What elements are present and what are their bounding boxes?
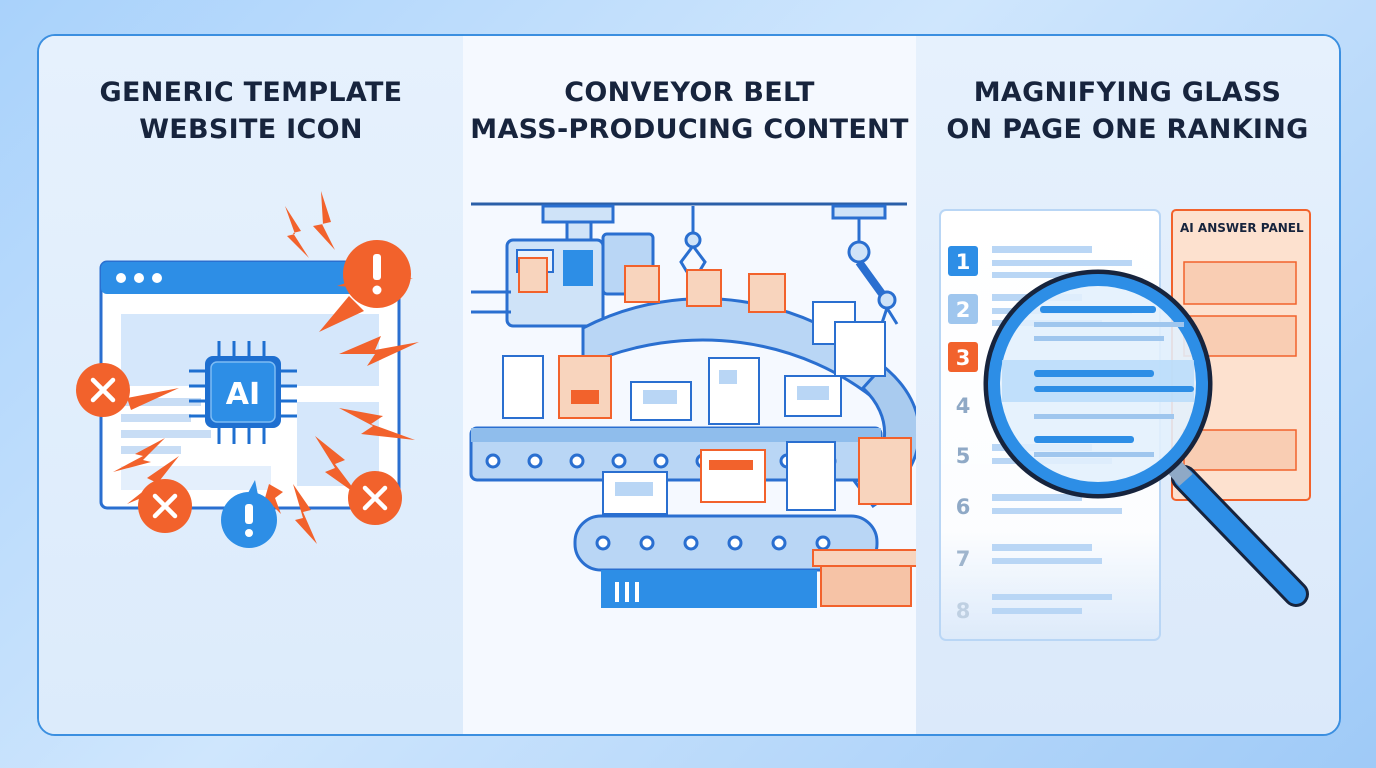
rank-number: 8 xyxy=(956,599,971,623)
panel-title-line-2: MASS-PRODUCING CONTENT xyxy=(470,114,909,145)
magnifying-glass-icon xyxy=(983,269,1309,607)
document-icons xyxy=(502,257,912,515)
warning-exclamation-icon xyxy=(343,240,411,308)
panel-title: CONVEYOR BELT MASS-PRODUCING CONTENT xyxy=(463,74,916,148)
panel-conveyor-belt: CONVEYOR BELT MASS-PRODUCING CONTENT xyxy=(463,36,916,734)
panel-magnifying-glass: MAGNIFYING GLASS ON PAGE ONE RANKING xyxy=(916,36,1339,734)
panel-title-line-1: CONVEYOR BELT xyxy=(564,77,815,108)
ranking-illustration: 1 2 3 4 5 6 7 8 AI ANSWER PANEL xyxy=(939,209,1311,641)
generic-template-illustration: AI xyxy=(76,191,419,548)
ai-chip-label: AI xyxy=(226,377,260,412)
panel-title: MAGNIFYING GLASS ON PAGE ONE RANKING xyxy=(916,74,1339,148)
conveyor-illustration xyxy=(469,202,916,608)
ai-chip-icon xyxy=(189,341,297,444)
infographic-card: GENERIC TEMPLATE WEBSITE ICON xyxy=(37,34,1341,736)
info-exclamation-icon xyxy=(221,480,277,548)
panel-title-line-1: GENERIC TEMPLATE xyxy=(99,77,403,108)
rank-number: 5 xyxy=(956,444,971,468)
panel-title: GENERIC TEMPLATE WEBSITE ICON xyxy=(39,74,463,148)
rank-number: 2 xyxy=(956,298,971,322)
rank-numbers: 1 2 3 4 5 6 7 8 xyxy=(956,250,971,623)
error-x-icon xyxy=(76,363,130,417)
ai-answer-panel xyxy=(1171,209,1311,501)
panel-generic-template: GENERIC TEMPLATE WEBSITE ICON xyxy=(39,36,463,734)
panel-title-line-2: WEBSITE ICON xyxy=(139,114,363,145)
rank-number: 4 xyxy=(956,394,971,418)
error-x-icon xyxy=(138,479,192,533)
ai-answer-panel-label: AI ANSWER PANEL xyxy=(1180,221,1304,235)
shipping-box-icon xyxy=(812,549,916,607)
rank-number: 1 xyxy=(956,250,971,274)
panel-title-line-2: ON PAGE ONE RANKING xyxy=(946,114,1309,145)
rank-number: 7 xyxy=(956,547,971,571)
error-x-icon xyxy=(348,471,402,525)
robot-arm-icon xyxy=(541,204,899,327)
rank-number: 3 xyxy=(956,346,971,370)
panel-title-line-1: MAGNIFYING GLASS xyxy=(973,77,1282,108)
rank-number: 6 xyxy=(956,495,971,519)
lower-conveyor-belt xyxy=(573,514,879,608)
